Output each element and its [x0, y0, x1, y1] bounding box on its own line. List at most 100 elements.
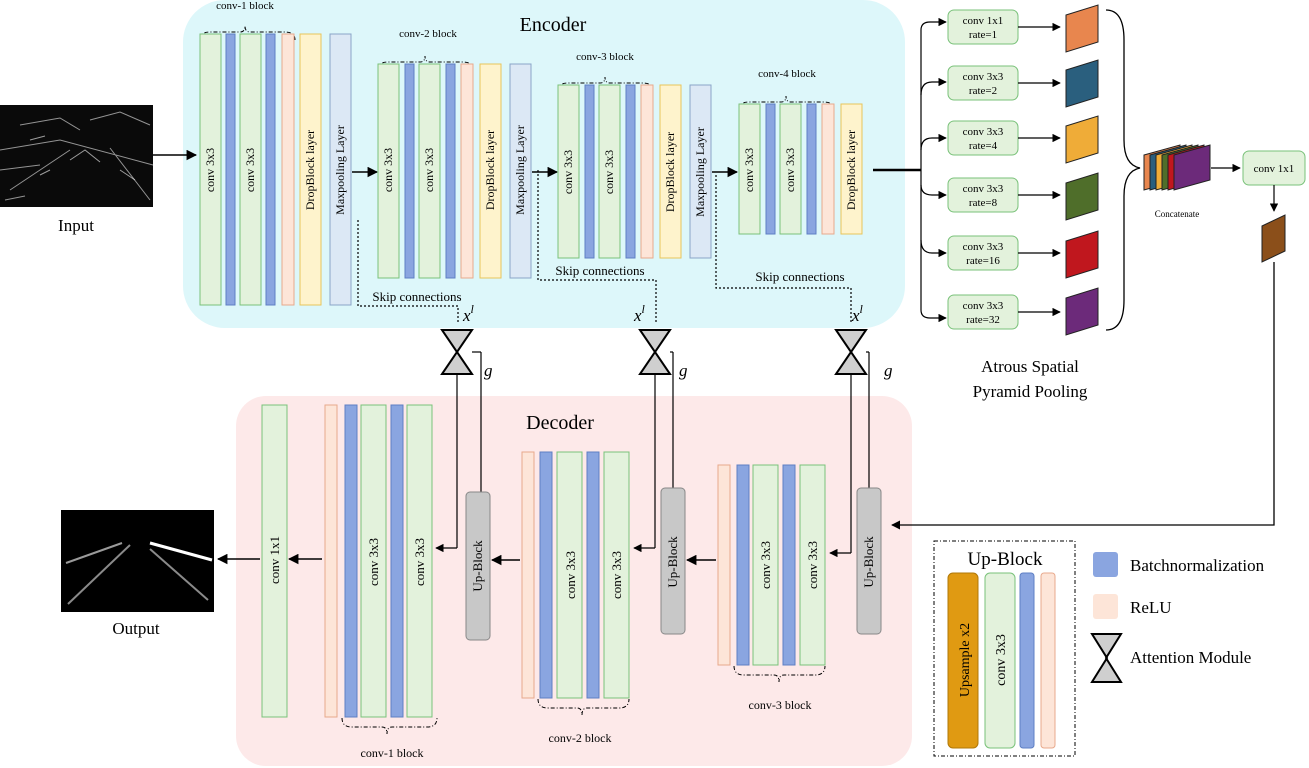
- enc-c2-dropblock: [479, 63, 502, 279]
- aspp-feature-5: [1065, 230, 1099, 279]
- output-image: [61, 510, 214, 612]
- legend-upblock-frame: [933, 540, 1076, 757]
- enc-c1-conv-b-label: conv 3x3: [243, 148, 257, 192]
- enc-c2-relu: [460, 63, 474, 279]
- enc-c2-dropblock-label: DropBlock layer: [483, 130, 497, 210]
- dec-upblock-3-label: Up-Block: [861, 536, 876, 588]
- dec-c1-relu: [324, 404, 338, 718]
- concatenate-label: Concatenate: [1155, 209, 1199, 219]
- skip-label-3: Skip connections: [755, 269, 844, 284]
- aspp-conv1x1-label: conv 1x1: [1254, 163, 1295, 175]
- legend-batchnorm-swatch: [1093, 552, 1118, 577]
- aspp-feature-4: [1065, 172, 1099, 221]
- enc-c2-batchnorm-a: [404, 63, 415, 279]
- enc-c1-batchnorm-b: [265, 33, 276, 306]
- aspp-feature-3: [1065, 115, 1099, 164]
- encoder-region: [183, 0, 905, 328]
- enc-c2-conv-a: [377, 63, 400, 279]
- legend-upblock-batchnorm: [1019, 572, 1035, 749]
- enc-c3-batchnorm-b: [625, 84, 636, 259]
- enc-c3-conv-b: [598, 84, 621, 259]
- legend-conv: [984, 572, 1016, 749]
- aspp-branch-1: conv 1x1 rate=1: [947, 4, 1099, 53]
- dec-upblock-2-label: Up-Block: [665, 536, 680, 588]
- svg-text:g: g: [679, 361, 688, 380]
- encoder-title: Encoder: [520, 14, 587, 36]
- enc-c4-relu: [821, 103, 835, 235]
- dec-upblock-3: [856, 487, 882, 635]
- enc-c4-batchnorm-a: [765, 103, 776, 235]
- dec-c1-conv-a-label: conv 3x3: [366, 538, 381, 586]
- enc-c1-maxpool: [329, 33, 352, 306]
- legend-relu-label: ReLU: [1130, 598, 1172, 617]
- enc-c2-conv-a-label: conv 3x3: [381, 148, 395, 192]
- enc-c3-maxpool: [689, 84, 712, 259]
- enc-c4-dropblock-label: DropBlock layer: [844, 130, 858, 210]
- output-label: Output: [112, 619, 160, 638]
- enc-c4-conv-b: [779, 103, 802, 235]
- dec-c3-conv-b-label: conv 3x3: [805, 541, 820, 589]
- svg-text:rate=16: rate=16: [966, 255, 1000, 267]
- aspp-output-feature: [1261, 214, 1286, 263]
- aspp-title-line2: Pyramid Pooling: [973, 382, 1088, 401]
- enc-c2-conv-b: [418, 63, 441, 279]
- aspp-feature-6: [1065, 287, 1099, 336]
- enc-c1-dropblock: [299, 33, 322, 306]
- enc-c3-conv-b-label: conv 3x3: [602, 150, 616, 194]
- legend-relu-swatch: [1093, 594, 1118, 619]
- legend-conv-label: conv 3x3: [994, 634, 1009, 686]
- legend-upsample: [947, 572, 979, 749]
- input-image: [0, 105, 154, 207]
- svg-text:conv 3x3: conv 3x3: [963, 71, 1004, 83]
- dec-c2-conv-a: [556, 451, 583, 699]
- dec-c3-batchnorm-b: [782, 464, 796, 666]
- dec-upblock-1-label: Up-Block: [470, 540, 485, 592]
- dec-conv1x1: [261, 404, 288, 718]
- dec-upblock-1: [465, 491, 491, 641]
- dec-c2-relu: [521, 451, 535, 699]
- enc-c3-dropblock-label: DropBlock layer: [663, 132, 677, 212]
- aspp-branch-2: conv 3x3 rate=2: [947, 59, 1099, 108]
- enc-c4-batchnorm-b: [806, 103, 817, 235]
- dec-c3-conv-a: [752, 464, 779, 666]
- dec-c3-batchnorm-a: [736, 464, 750, 666]
- enc-conv3-block-label: conv-3 block: [576, 51, 634, 63]
- enc-c4-conv-a-label: conv 3x3: [742, 148, 756, 192]
- dec-c3-conv-b: [799, 464, 826, 666]
- attention-module-3: xl g: [829, 302, 893, 558]
- dec-c2-conv-b: [603, 451, 630, 699]
- legend-upsample-label: Upsample x2: [958, 623, 973, 697]
- enc-c1-maxpool-label: Maxpooling Layer: [333, 125, 347, 215]
- attention-module-1: xl g: [435, 302, 493, 553]
- enc-c1-relu: [281, 33, 295, 306]
- enc-c2-conv-b-label: conv 3x3: [422, 148, 436, 192]
- enc-c4-conv-b-label: conv 3x3: [783, 148, 797, 192]
- skip-label-2: Skip connections: [555, 263, 644, 278]
- dec-conv2-block-label: conv-2 block: [549, 731, 612, 745]
- svg-text:conv 3x3: conv 3x3: [963, 241, 1004, 253]
- dec-c2-conv-b-label: conv 3x3: [609, 551, 624, 599]
- dec-c3-relu: [717, 464, 731, 666]
- svg-text:xl: xl: [851, 302, 864, 325]
- enc-c4-dropblock: [840, 103, 863, 235]
- dec-c1-batchnorm-a: [344, 404, 358, 718]
- svg-text:xl: xl: [633, 302, 646, 325]
- dec-c2-batchnorm-b: [586, 451, 600, 699]
- aspp-title-line1: Atrous Spatial: [981, 357, 1079, 376]
- dec-c3-conv-a-label: conv 3x3: [758, 541, 773, 589]
- legend-batchnorm-label: Batchnormalization: [1130, 556, 1265, 575]
- svg-text:g: g: [484, 361, 493, 380]
- skip-label-1: Skip connections: [372, 289, 461, 304]
- aspp-feature-1: [1065, 4, 1099, 53]
- svg-text:rate=2: rate=2: [969, 85, 997, 97]
- dec-c1-conv-b-label: conv 3x3: [412, 538, 427, 586]
- aspp-branch-5: conv 3x3 rate=16: [947, 230, 1099, 279]
- legend-attention-icon: [1090, 633, 1123, 683]
- enc-c1-batchnorm-a: [225, 33, 236, 306]
- attention-module-2: xl g: [633, 302, 688, 553]
- dec-conv1x1-label: conv 1x1: [267, 536, 282, 584]
- legend-attention-label: Attention Module: [1130, 648, 1251, 667]
- svg-text:conv 3x3: conv 3x3: [963, 126, 1004, 138]
- svg-text:rate=32: rate=32: [966, 314, 1000, 326]
- legend-upblock-title: Up-Block: [968, 549, 1043, 570]
